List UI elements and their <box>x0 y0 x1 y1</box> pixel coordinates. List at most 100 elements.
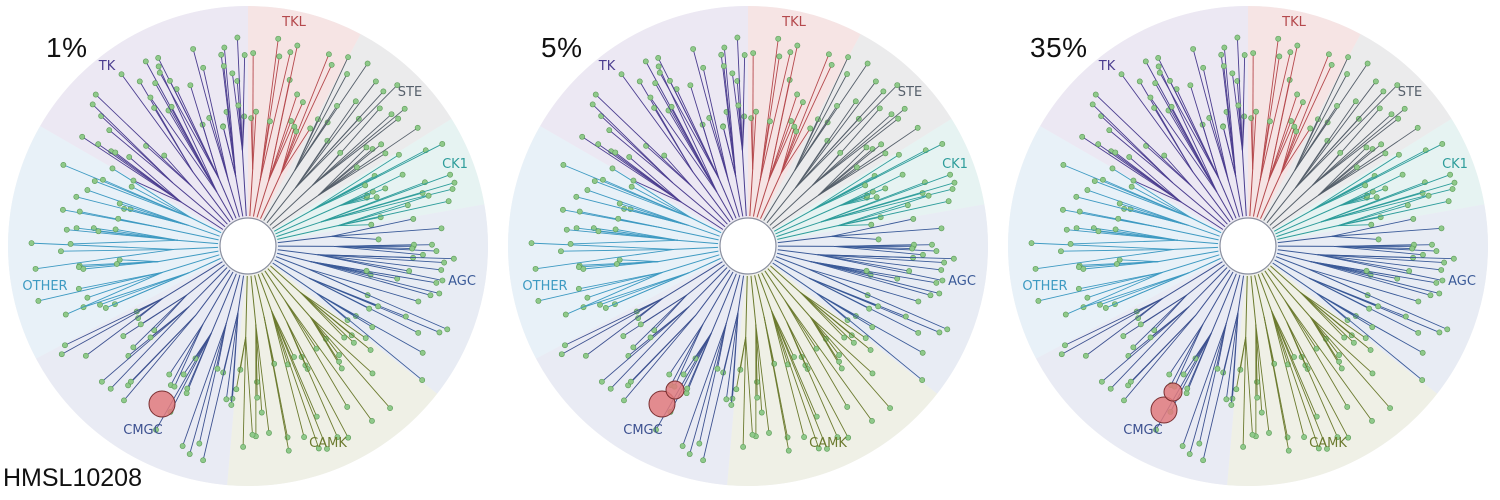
leaf-branch <box>1310 316 1340 356</box>
leaf-branch <box>621 73 694 173</box>
kinase-dot <box>1102 305 1109 311</box>
kinase-dot <box>1167 77 1173 84</box>
leaf-branch <box>1308 277 1379 307</box>
leaf-branch <box>259 52 291 181</box>
kinase-dot <box>1409 245 1416 252</box>
leaf-branch <box>1174 323 1204 387</box>
kinase-dot <box>558 248 564 255</box>
kinase-dot <box>1373 194 1380 201</box>
leaf-branch <box>780 128 811 174</box>
kinase-dot <box>345 54 351 61</box>
branch <box>741 151 747 217</box>
kinase-dot <box>1436 329 1443 336</box>
leaf-branch <box>742 336 747 447</box>
kinase-dot <box>363 144 370 151</box>
kinase-dot <box>794 91 801 98</box>
kinase-dot <box>925 192 932 199</box>
kinase-dot <box>106 127 113 134</box>
kinase-dot <box>1220 123 1226 130</box>
kinase-dot <box>266 430 272 436</box>
kinase-dot <box>92 91 99 98</box>
kinase-dot <box>107 385 114 392</box>
branch <box>681 201 724 230</box>
leaf-branch <box>839 174 903 207</box>
branch <box>1276 252 1311 263</box>
leaf-branch <box>608 129 674 184</box>
leaf-branch <box>299 291 355 344</box>
kinase-dot <box>1112 226 1119 233</box>
branch <box>775 205 840 235</box>
leaf-branch <box>1284 299 1348 408</box>
leaf-branch <box>35 248 174 270</box>
kinase-dot <box>869 417 875 424</box>
kinase-dot <box>363 267 370 274</box>
leaf-branch <box>312 108 405 186</box>
kinase-dot <box>1376 105 1383 112</box>
kinase-dot <box>420 251 426 258</box>
kinase-dot <box>620 333 627 339</box>
leaf-branch <box>31 242 174 250</box>
leaf-branch <box>683 332 712 375</box>
hit-circle-large <box>148 390 176 418</box>
kinase-dot <box>1450 255 1457 262</box>
leaf-branch <box>771 310 828 450</box>
leaf-branch <box>202 311 239 461</box>
kinase-dot <box>844 404 851 410</box>
kinase-dot <box>791 123 798 130</box>
kinase-dot <box>938 225 945 232</box>
kinase-dot <box>1363 144 1370 151</box>
leaf-branch <box>294 105 338 171</box>
branch <box>764 270 786 301</box>
kinase-dot <box>1326 51 1332 58</box>
kinase-dot <box>741 113 748 120</box>
kinase-dot <box>76 208 83 215</box>
kinase-dot <box>714 365 721 372</box>
group-label-cmgc: CMGC <box>1123 423 1162 438</box>
kinase-dot <box>287 49 294 56</box>
leaf-branch <box>834 245 913 249</box>
group-label-camk: CAMK <box>1309 436 1347 451</box>
leaf-branch <box>1198 323 1227 444</box>
branch <box>688 224 720 237</box>
leaf-branch <box>128 156 182 203</box>
kinase-dot <box>406 268 413 274</box>
leaf-branch <box>831 218 914 237</box>
kinase-dot <box>376 105 383 112</box>
branch <box>752 180 761 217</box>
leaf-branch <box>1312 113 1392 186</box>
kinase-dot <box>1128 183 1135 190</box>
kinase-dot <box>362 335 369 342</box>
leaf-branch <box>259 121 271 181</box>
kinase-dot <box>324 445 330 452</box>
leaf-branch <box>736 37 743 152</box>
branch <box>672 182 726 228</box>
leaf-branch <box>1102 179 1192 219</box>
leaf-branch <box>1099 272 1190 306</box>
kinase-dot <box>388 111 395 118</box>
kinase-dot <box>275 35 282 42</box>
leaf-branch <box>759 52 791 181</box>
leaf-branch <box>280 64 333 174</box>
kinase-dot <box>902 313 909 320</box>
leaf-branch <box>116 261 159 265</box>
kinase-dot <box>563 226 570 233</box>
branch <box>754 275 765 317</box>
kinase-dot <box>425 192 432 199</box>
branch <box>686 264 725 296</box>
leaf-branch <box>602 179 692 219</box>
kinase-dot <box>680 371 687 378</box>
branch <box>216 191 234 221</box>
kinase-dot <box>336 358 342 365</box>
threshold-label-3: 35% <box>1030 32 1088 63</box>
kinase-dot <box>345 434 352 441</box>
leaf-branch <box>1334 245 1424 256</box>
kinase-dot <box>592 91 599 98</box>
leaf-branch <box>737 105 743 152</box>
kinase-dot <box>399 171 406 178</box>
kinase-dot <box>433 279 440 286</box>
kinase-dot <box>276 53 283 60</box>
leaf-branch <box>682 323 727 447</box>
leaf-branch <box>1331 227 1442 237</box>
kinase-dot <box>1337 149 1344 156</box>
kinase-dot <box>862 182 869 189</box>
